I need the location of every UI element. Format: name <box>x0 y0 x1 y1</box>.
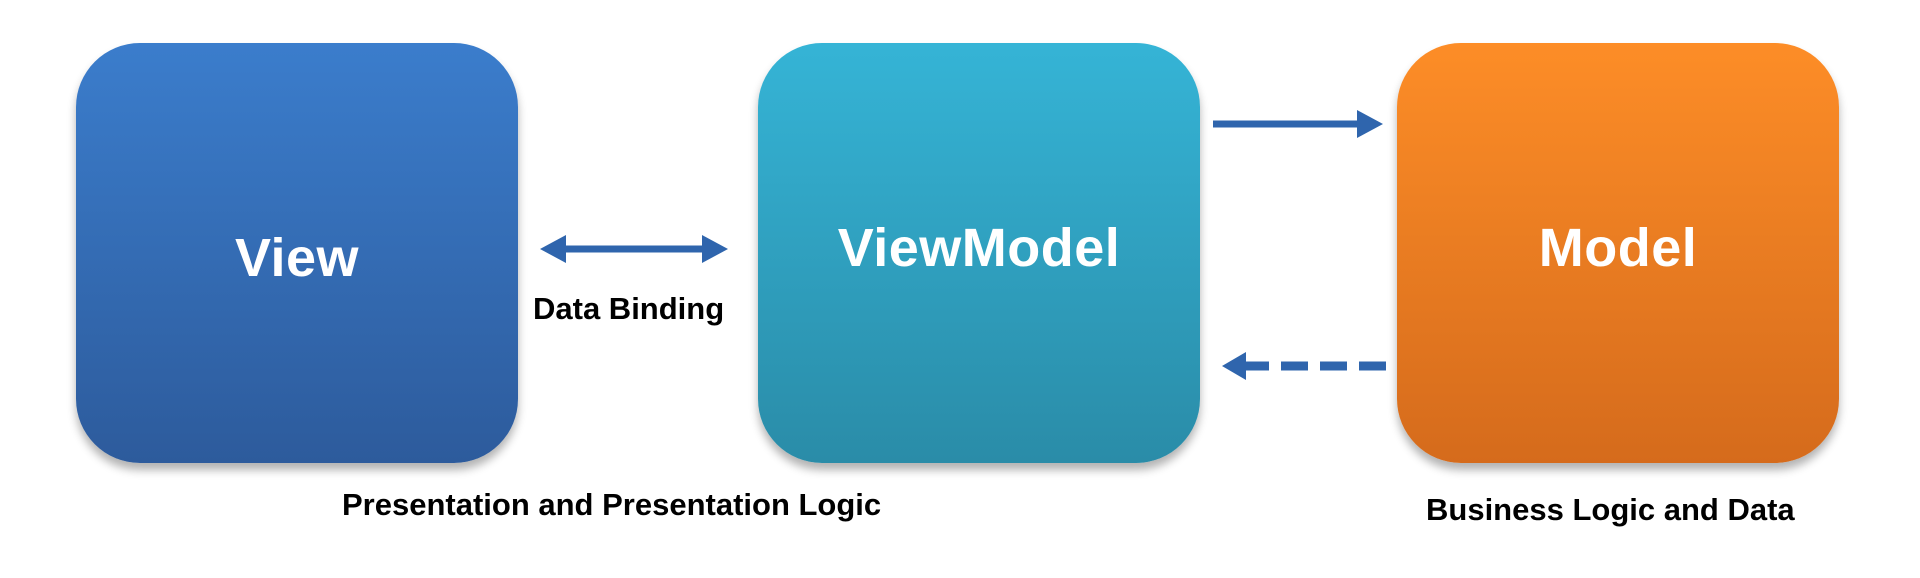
model-node-label: Model <box>1538 218 1698 278</box>
presentation-caption: Presentation and Presentation Logic <box>342 487 882 522</box>
model-to-viewmodel-arrow <box>1222 352 1386 380</box>
viewmodel-to-model-arrow <box>1213 110 1383 138</box>
viewmodel-to-model-arrow-head <box>1357 110 1383 138</box>
view-node-label: View <box>234 228 360 288</box>
data-binding-label: Data Binding <box>533 291 725 326</box>
view-node: View <box>76 43 518 463</box>
data-binding-arrow-head-left <box>540 235 566 263</box>
data-binding-arrow <box>540 235 728 263</box>
data-binding-arrow-head-right <box>702 235 728 263</box>
model-to-viewmodel-arrow-head <box>1222 352 1246 380</box>
viewmodel-node: ViewModel <box>758 43 1200 463</box>
viewmodel-node-label: ViewModel <box>837 218 1121 278</box>
business-caption: Business Logic and Data <box>1426 492 1795 527</box>
model-node: Model <box>1397 43 1839 463</box>
